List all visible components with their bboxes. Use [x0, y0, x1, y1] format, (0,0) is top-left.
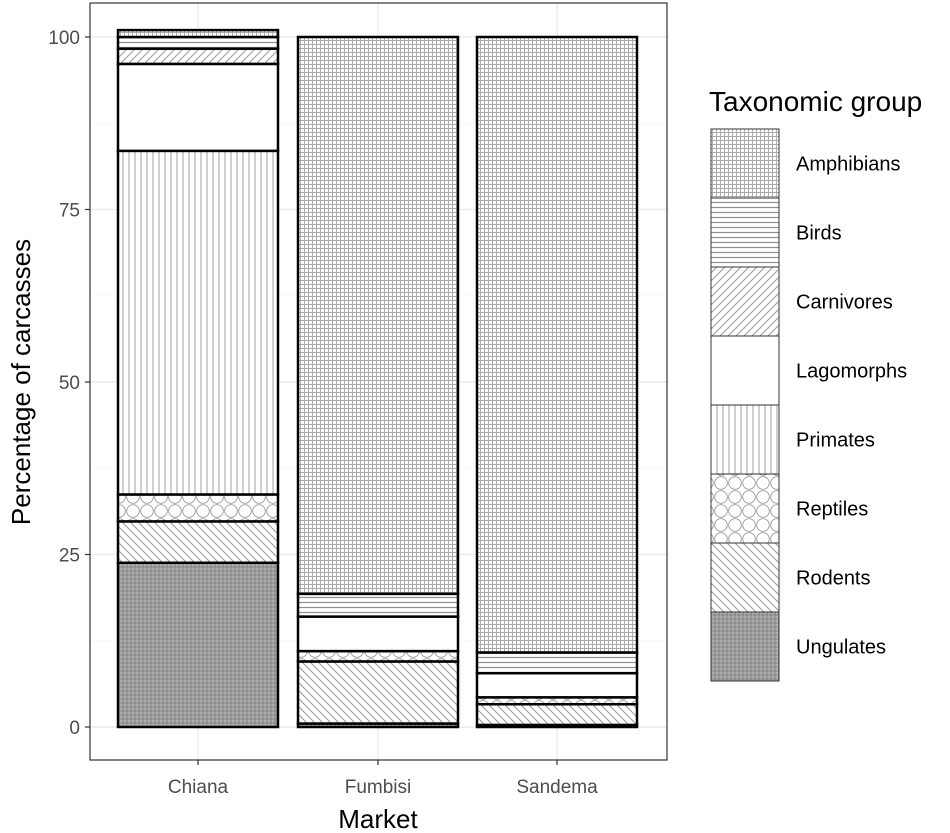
legend-key [710, 611, 780, 682]
bar-segment-lagomorphs [475, 671, 639, 699]
bar-segment-primates [116, 149, 280, 496]
legend-item-ungulates: Ungulates [710, 611, 886, 682]
y-tick-label: 100 [48, 28, 80, 49]
legend-key [710, 542, 780, 613]
bar-segment-reptiles [296, 649, 460, 663]
legend-key [710, 473, 780, 544]
bar-segment-lagomorphs [296, 615, 460, 653]
legend-item-reptiles: Reptiles [710, 473, 868, 544]
bar-segment-birds [116, 35, 280, 50]
y-axis: 0 25 50 75 100 [48, 28, 90, 739]
y-tick-label: 0 [69, 718, 80, 739]
x-tick-label: Chiana [168, 777, 229, 798]
legend-key [710, 128, 780, 199]
legend-item-rodents: Rodents [710, 542, 871, 613]
legend-label: Amphibians [796, 154, 901, 176]
bar-segment-birds [296, 592, 460, 618]
bar-segment-lagomorphs [116, 62, 280, 153]
legend-label: Ungulates [796, 637, 886, 659]
x-tick-label: Sandema [516, 777, 598, 798]
legend-item-amphibians: Amphibians [710, 128, 901, 199]
bar-segment-rodents [116, 520, 280, 565]
legend-key [710, 404, 780, 475]
legend-item-primates: Primates [710, 404, 875, 475]
y-tick-label: 75 [59, 201, 80, 222]
bar-stack [116, 28, 280, 729]
bar-segment-amphibians [475, 35, 639, 654]
plot-panel [89, 2, 668, 761]
bars [116, 28, 639, 729]
x-tick-label: Fumbisi [345, 777, 412, 798]
bar-stack [475, 35, 639, 729]
legend-label: Rodents [796, 568, 871, 590]
legend-label: Birds [796, 223, 842, 245]
bar-segment-rodents [475, 702, 639, 727]
legend-key [710, 197, 780, 268]
legend-item-carnivores: Carnivores [710, 266, 893, 337]
bar-segment-amphibians [116, 28, 280, 39]
x-axis-title: Market [338, 804, 418, 833]
legend-title: Taxonomic group [709, 86, 922, 117]
y-tick-label: 25 [59, 546, 80, 567]
bar-stack [296, 35, 460, 729]
bar-segment-ungulates [116, 561, 280, 729]
bar-segment-birds [475, 651, 639, 675]
bar-segment-carnivores [116, 47, 280, 66]
bar-segment-rodents [296, 660, 460, 725]
legend: Taxonomic group AmphibiansBirdsCarnivore… [709, 86, 922, 682]
legend-key [710, 266, 780, 337]
bar-segment-amphibians [296, 35, 460, 596]
legend-label: Reptiles [796, 499, 868, 521]
legend-label: Primates [796, 430, 875, 452]
y-axis-title: Percentage of carcasses [6, 239, 36, 525]
legend-key [710, 335, 780, 406]
bar-segment-reptiles [116, 493, 280, 523]
legend-item-lagomorphs: Lagomorphs [710, 335, 907, 406]
y-tick-label: 50 [59, 373, 80, 394]
legend-label: Carnivores [796, 292, 893, 314]
legend-item-birds: Birds [710, 197, 842, 268]
legend-label: Lagomorphs [796, 361, 907, 383]
x-axis: Chiana Fumbisi Sandema [168, 760, 598, 798]
